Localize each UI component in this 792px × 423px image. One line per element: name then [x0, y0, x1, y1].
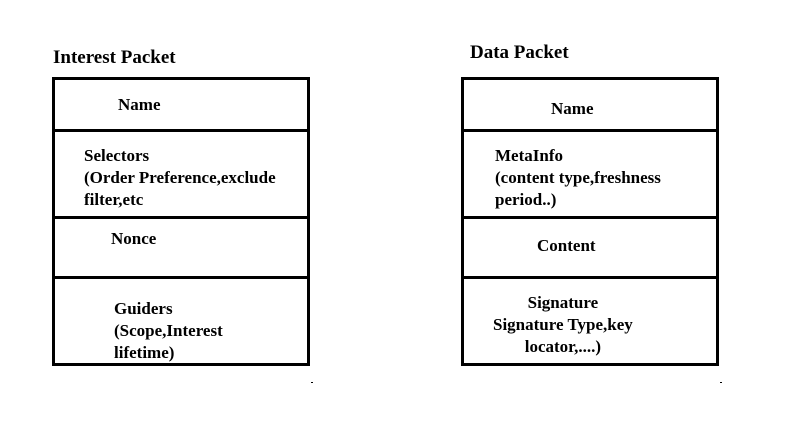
stray-mark: [311, 382, 313, 383]
interest-field-selectors: Selectors (Order Preference,exclude filt…: [55, 132, 307, 219]
data-field-content-label: Content: [537, 236, 596, 255]
data-field-content: Content: [464, 219, 716, 279]
interest-field-guiders-label: Guiders (Scope,Interest lifetime): [114, 299, 223, 362]
interest-field-guiders: Guiders (Scope,Interest lifetime): [55, 279, 307, 363]
interest-field-nonce: Nonce: [55, 219, 307, 279]
data-field-signature: Signature Signature Type,key locator,...…: [464, 279, 716, 363]
data-packet-box: Name MetaInfo (content type,freshness pe…: [461, 77, 719, 366]
interest-field-selectors-label: Selectors (Order Preference,exclude filt…: [84, 146, 276, 209]
interest-field-nonce-label: Nonce: [111, 229, 157, 248]
data-field-name: Name: [464, 80, 716, 132]
interest-field-name: Name: [55, 80, 307, 132]
interest-field-name-label: Name: [118, 95, 161, 114]
data-field-metainfo-label: MetaInfo (content type,freshness period.…: [495, 146, 661, 209]
data-field-metainfo: MetaInfo (content type,freshness period.…: [464, 132, 716, 219]
interest-packet-title: Interest Packet: [53, 47, 176, 68]
data-field-signature-label: Signature Signature Type,key locator,...…: [493, 293, 633, 356]
interest-packet-box: Name Selectors (Order Preference,exclude…: [52, 77, 310, 366]
data-field-name-label: Name: [551, 99, 594, 118]
data-packet-title: Data Packet: [470, 42, 569, 63]
stray-mark: [720, 382, 722, 383]
